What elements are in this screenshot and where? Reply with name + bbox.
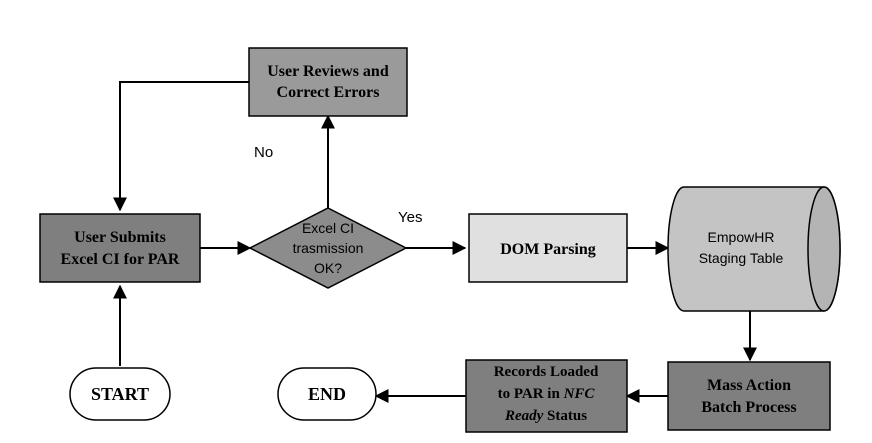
node-staging-line2: Staging Table <box>699 250 784 266</box>
node-records-loaded: Records Loaded to PAR in NFC Ready Statu… <box>465 359 628 433</box>
node-dom-label: DOM Parsing <box>500 241 596 258</box>
node-start-label: START <box>91 384 149 404</box>
node-staging-line1: EmpowHR <box>708 229 775 245</box>
node-decision-line2: trasmission <box>293 240 364 256</box>
node-records-line2-pre: to PAR in <box>498 386 564 402</box>
node-decision-line1: Excel CI <box>302 220 354 236</box>
node-records-line2-em: NFC <box>563 386 596 402</box>
node-submit-line1: User Submits <box>74 229 166 246</box>
node-start: START <box>69 367 171 421</box>
node-decision-line3: OK? <box>314 260 342 276</box>
node-dom-parsing: DOM Parsing <box>468 213 628 283</box>
node-review-line1: User Reviews and <box>267 63 389 80</box>
node-records-line2: to PAR in NFC <box>498 386 596 402</box>
node-mass-action: Mass Action Batch Process <box>667 361 831 431</box>
node-decision-transmission: Excel CI trasmission OK? <box>248 207 408 289</box>
node-records-line3-post: Status <box>543 408 587 424</box>
node-review-errors: User Reviews and Correct Errors <box>248 47 408 117</box>
node-records-line1: Records Loaded <box>494 364 599 380</box>
node-records-line3: Ready Status <box>504 408 587 424</box>
node-review-line2: Correct Errors <box>277 84 380 101</box>
node-staging-table: EmpowHR Staging Table <box>667 186 841 312</box>
node-records-line3-em: Ready <box>504 408 544 424</box>
node-end: END <box>277 367 377 421</box>
node-end-label: END <box>308 384 346 404</box>
edge-label-no: No <box>254 144 273 161</box>
edge-label-yes: Yes <box>398 209 422 226</box>
node-mass-line1: Mass Action <box>707 377 791 394</box>
node-mass-line2: Batch Process <box>701 399 796 416</box>
node-submit-line2: Excel CI for PAR <box>61 251 180 268</box>
node-user-submits: User Submits Excel CI for PAR <box>39 213 201 283</box>
edge-review-to-submit <box>113 81 249 212</box>
